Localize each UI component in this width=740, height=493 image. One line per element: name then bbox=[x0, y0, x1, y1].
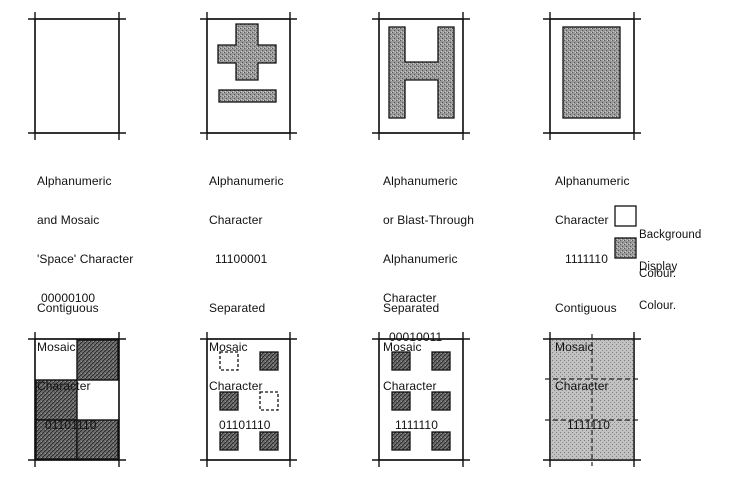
caption-plus-minus: Alphanumeric Character 11100001 bbox=[209, 149, 284, 279]
caption-line: Alphanumeric bbox=[383, 252, 458, 266]
caption-line: Alphanumeric bbox=[37, 174, 112, 188]
legend-line: Colour. bbox=[639, 300, 677, 312]
cell-frame-h bbox=[372, 12, 470, 140]
cell-frame-block bbox=[543, 12, 641, 140]
character-code: 00010011 bbox=[389, 330, 443, 344]
character-code: 1111110 bbox=[567, 418, 610, 432]
character-code: 00000100 bbox=[41, 291, 96, 305]
caption-line: Mosaic bbox=[555, 340, 594, 354]
caption-line: Character bbox=[555, 379, 609, 393]
character-code: 1111110 bbox=[395, 418, 438, 432]
caption-line: Character bbox=[209, 379, 263, 393]
separated-mosaic-1 bbox=[219, 351, 279, 451]
cell-frame-plus-minus bbox=[200, 12, 297, 140]
caption-line: Mosaic bbox=[383, 340, 422, 354]
caption-line: Contiguous bbox=[555, 301, 617, 315]
caption-line: Separated bbox=[209, 301, 266, 315]
caption-block: Alphanumeric Character 1111110 bbox=[555, 149, 630, 279]
caption-line: Contiguous bbox=[37, 301, 99, 315]
caption-line: Mosaic bbox=[37, 340, 76, 354]
character-code: 01101110 bbox=[219, 418, 271, 432]
contiguous-mosaic-1 bbox=[35, 339, 119, 460]
caption-line: Character bbox=[209, 213, 263, 227]
cell-frame-space bbox=[28, 12, 126, 140]
caption-sep-2: Separated Mosaic Character 1111110 bbox=[383, 276, 439, 445]
caption-line: and Mosaic bbox=[37, 213, 100, 227]
caption-line: Separated bbox=[383, 301, 440, 315]
legend-line: Display bbox=[639, 261, 678, 273]
legend-display-swatch bbox=[614, 237, 637, 259]
cell-frame-sep-2 bbox=[372, 332, 470, 467]
contiguous-mosaic-2 bbox=[545, 334, 639, 466]
caption-line: Character bbox=[555, 213, 609, 227]
caption-line: Character bbox=[383, 379, 437, 393]
legend-line: Background bbox=[639, 229, 702, 241]
caption-line: Alphanumeric bbox=[383, 174, 458, 188]
h-glyph bbox=[388, 26, 455, 119]
caption-sep-1: Separated Mosaic Character 01101110 bbox=[209, 276, 271, 445]
caption-line: Mosaic bbox=[209, 340, 248, 354]
separated-mosaic-2 bbox=[391, 351, 451, 451]
character-code: 01101110 bbox=[45, 418, 97, 432]
cell-frame-sep-1 bbox=[200, 332, 297, 467]
character-code: 1111110 bbox=[565, 252, 608, 266]
caption-h: Alphanumeric or Blast-Through Alphanumer… bbox=[383, 149, 474, 357]
plus-minus-glyph bbox=[217, 23, 277, 103]
caption-line: Alphanumeric bbox=[209, 174, 284, 188]
caption-space: Alphanumeric and Mosaic 'Space' Characte… bbox=[37, 149, 133, 318]
caption-line: 'Space' Character bbox=[37, 252, 134, 266]
caption-line: Character bbox=[37, 379, 91, 393]
legend-background-swatch bbox=[614, 205, 637, 227]
character-code: 11100001 bbox=[215, 252, 268, 266]
cell-frame-contig-1 bbox=[28, 332, 126, 467]
legend-background-label: Background Colour. bbox=[639, 203, 701, 294]
legend-line: Colour. bbox=[639, 268, 677, 280]
block-glyph bbox=[562, 26, 621, 119]
legend-swatches bbox=[614, 205, 637, 259]
legend-display-label: Display Colour. bbox=[639, 235, 677, 326]
caption-contig-2: Contiguous Mosaic Character 1111110 bbox=[555, 276, 617, 445]
caption-line: Character bbox=[383, 291, 437, 305]
caption-contig-1: Contiguous Mosaic Character 01101110 bbox=[37, 276, 99, 445]
caption-line: Alphanumeric bbox=[555, 174, 630, 188]
caption-line: or Blast-Through bbox=[383, 213, 474, 227]
